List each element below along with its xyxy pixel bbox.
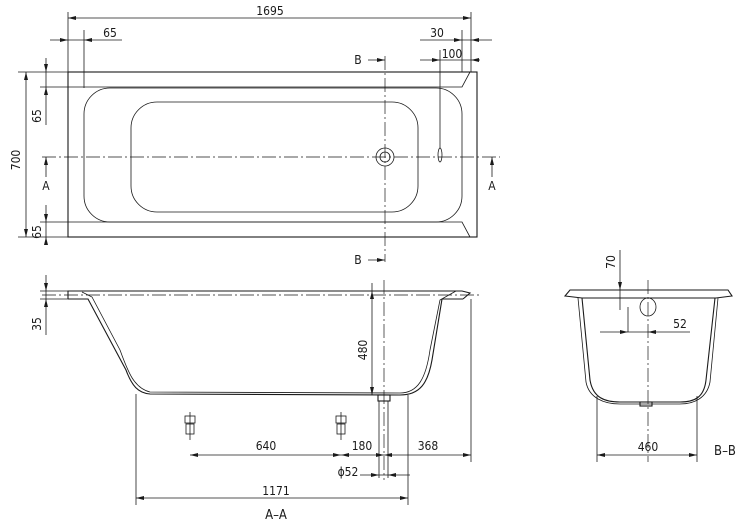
dim-rim-top: 65 xyxy=(30,109,44,123)
tub-body-b xyxy=(581,297,716,403)
tub-outline-top xyxy=(67,71,478,238)
dim-foot-spacing: 640 xyxy=(256,439,277,453)
dim-rim-left: 65 xyxy=(103,26,117,40)
section-a-left-label: A xyxy=(42,179,50,193)
dim-depth: 480 xyxy=(356,340,370,361)
dim-rim-height-b: 70 xyxy=(604,255,618,269)
tub-inner-b xyxy=(577,297,719,405)
tub-rim-inner xyxy=(68,71,471,88)
foot-left xyxy=(184,412,196,440)
basin-outline xyxy=(83,87,463,223)
dim-rim-bottom: 65 xyxy=(30,225,44,239)
dim-base-width: 460 xyxy=(638,440,659,454)
drain-b xyxy=(639,401,653,407)
dim-length: 1695 xyxy=(256,4,283,18)
tub-body-side xyxy=(68,298,463,396)
dim-drain-offset-b: 52 xyxy=(673,317,687,331)
dim-drain-diameter: ϕ52 xyxy=(338,465,359,479)
dim-width: 700 xyxy=(9,150,23,171)
foot-right xyxy=(335,412,347,440)
dim-rim-height: 35 xyxy=(30,317,44,331)
dim-drain-to-end: 368 xyxy=(418,439,439,453)
tub-rim-inner-bottom xyxy=(68,221,471,238)
dim-drain-offset: 100 xyxy=(442,47,463,61)
dim-base-length: 1171 xyxy=(262,484,289,498)
top-view: 1695 65 30 100 700 65 xyxy=(9,4,500,267)
section-b-view: 70 52 460 B–B xyxy=(563,250,736,462)
section-b-bottom-label: B xyxy=(354,253,361,267)
dim-foot-to-drain: 180 xyxy=(352,439,373,453)
section-a-right-label: A xyxy=(488,179,496,193)
section-b-top-label: B xyxy=(354,53,361,67)
overflow-slot xyxy=(437,147,443,163)
tub-inner-side xyxy=(81,290,457,394)
section-a-caption: A–A xyxy=(265,508,287,523)
section-b-caption: B–B xyxy=(714,444,736,459)
drain-pipe xyxy=(377,280,391,480)
tub-rim-b xyxy=(563,289,733,299)
dim-rim-right: 30 xyxy=(430,26,444,40)
section-a-view: 35 480 640 180 368 ϕ52 1171 A–A xyxy=(30,275,480,523)
